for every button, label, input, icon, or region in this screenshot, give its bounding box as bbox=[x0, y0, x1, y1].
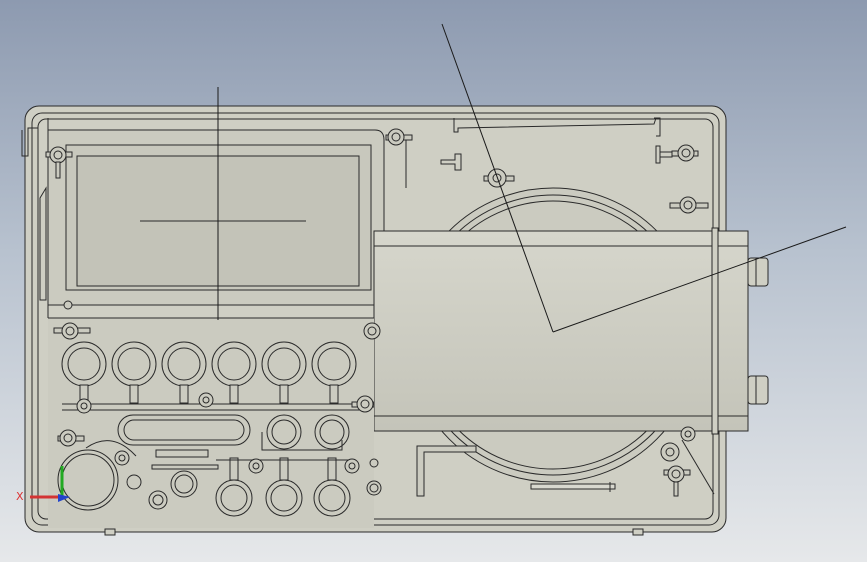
screw-boss bbox=[363, 322, 381, 340]
x-axis-label: X bbox=[16, 490, 24, 503]
screw-boss bbox=[344, 458, 360, 474]
screw-boss bbox=[57, 429, 85, 447]
sketch-lines bbox=[217, 23, 847, 333]
low-button-2 bbox=[265, 457, 303, 517]
low-button-1 bbox=[215, 457, 253, 517]
screw-boss bbox=[660, 442, 680, 462]
coordinate-triad: X bbox=[16, 466, 70, 503]
z-axis bbox=[58, 494, 70, 502]
screw-boss bbox=[45, 146, 73, 179]
screw-boss bbox=[663, 465, 691, 497]
mid-button-2 bbox=[314, 414, 350, 450]
screw-boss bbox=[76, 398, 92, 414]
foot-left bbox=[104, 528, 116, 536]
screw-bosses bbox=[45, 128, 709, 497]
display-compartment bbox=[47, 118, 385, 318]
left-flange bbox=[21, 127, 38, 157]
screw-boss bbox=[680, 426, 696, 442]
shaft-top bbox=[747, 257, 769, 287]
screw-boss bbox=[114, 450, 130, 466]
screw-boss bbox=[385, 128, 413, 146]
knob-large bbox=[57, 449, 119, 511]
screw-boss bbox=[198, 392, 214, 408]
screw-boss bbox=[351, 395, 375, 413]
mid-button-1 bbox=[266, 414, 302, 450]
screw-boss bbox=[669, 196, 709, 214]
screw-boss bbox=[248, 458, 264, 474]
screw-boss bbox=[671, 144, 699, 162]
round-button-5 bbox=[261, 341, 307, 404]
shaft-bottom bbox=[747, 375, 769, 405]
motor-block bbox=[373, 227, 769, 435]
round-button-4 bbox=[211, 341, 257, 404]
round-button-1 bbox=[61, 341, 107, 404]
round-button-6 bbox=[311, 341, 357, 404]
knob-small bbox=[170, 470, 198, 498]
round-button-2 bbox=[111, 341, 157, 404]
low-button-3 bbox=[313, 457, 351, 517]
button-row-top bbox=[61, 341, 357, 404]
foot-right bbox=[632, 528, 644, 536]
screw-boss bbox=[53, 300, 91, 340]
round-button-3 bbox=[161, 341, 207, 404]
button-row-bottom bbox=[57, 414, 382, 517]
left-rib bbox=[39, 186, 47, 301]
lower-right-details bbox=[416, 439, 715, 497]
